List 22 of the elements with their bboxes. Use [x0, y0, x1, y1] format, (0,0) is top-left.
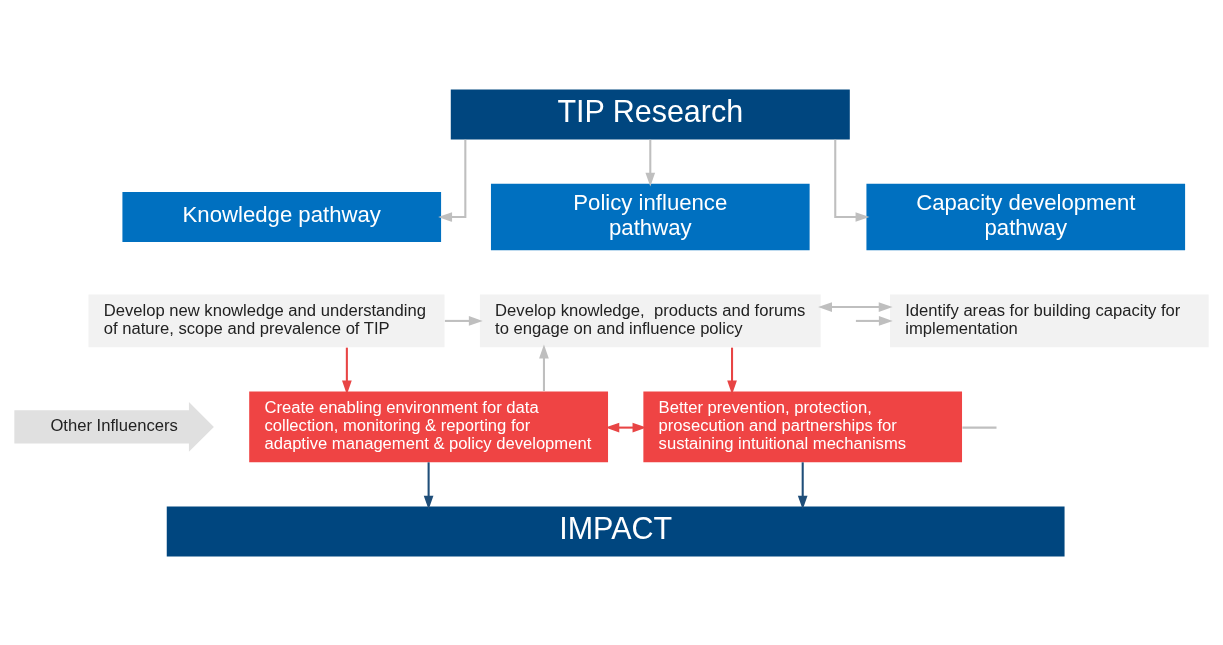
arrow [423, 461, 434, 510]
node-box: Capacity development pathway [866, 183, 1186, 250]
arrow [438, 139, 467, 222]
node-box: Develop new knowledge and understanding of nature, scope and prevalence of TIP [88, 294, 445, 347]
node-box: Create enabling environment for data collection, monitoring & reporting for adaptive management & policy development [249, 391, 609, 462]
arrow [444, 315, 483, 326]
arrow [342, 347, 352, 394]
arrow [834, 139, 870, 222]
node-box: IMPACT [166, 506, 1065, 556]
arrow [727, 347, 737, 394]
node-box: Develop knowledge, products and forums to engage on and influence policy [479, 294, 821, 347]
node-box: Policy influence pathway [490, 183, 810, 250]
arrow [855, 315, 893, 326]
node-box: Better prevention, protection, prosecution and partnerships for sustaining intuitional mechanisms [643, 391, 963, 462]
connector [962, 426, 997, 429]
arrow [797, 461, 808, 510]
arrow [539, 344, 549, 391]
node-box: TIP Research [450, 89, 850, 139]
arrow [818, 301, 893, 312]
node-box: Identify areas for building capacity for implementation [890, 294, 1209, 347]
arrow [645, 139, 656, 187]
node-box: Knowledge pathway [122, 191, 442, 242]
